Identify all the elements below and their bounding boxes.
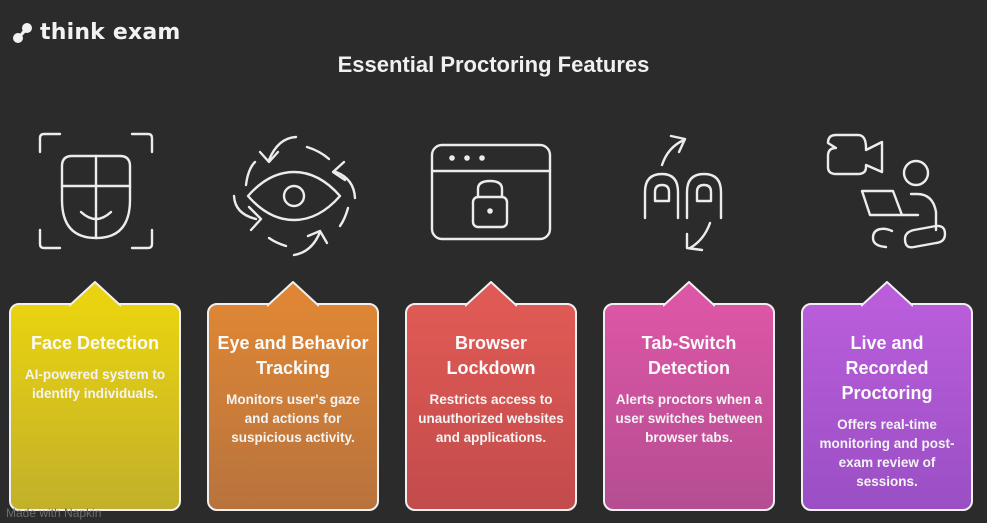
card-pointer [663, 281, 715, 307]
face-scan-icon [26, 122, 166, 262]
brand-name: think exam [40, 20, 181, 45]
browser-lock-icon [422, 122, 562, 262]
feature-title: Tab-Switch Detection [641, 333, 737, 378]
feature-card-face-detection: Face Detection AI-powered system to iden… [9, 281, 181, 511]
feature-card-live-proctoring: Live and Recorded Proctoring Offers real… [801, 281, 973, 511]
brand-logo: think exam [12, 20, 181, 45]
card-pointer [69, 281, 121, 307]
feature-description: Alerts proctors when a user switches bet… [615, 392, 763, 445]
feature-description: Monitors user's gaze and actions for sus… [226, 392, 360, 445]
feature-title: Live and Recorded Proctoring [841, 333, 933, 403]
watermark: Made with Napkin [6, 506, 102, 520]
card-pointer [861, 281, 913, 307]
feature-card-browser-lockdown: Browser Lockdown Restricts access to una… [405, 281, 577, 511]
feature-title: Eye and Behavior Tracking [217, 333, 369, 378]
tab-switch-icon [620, 122, 760, 262]
feature-description: Offers real-time monitoring and post-exa… [819, 417, 955, 489]
feature-description: AI-powered system to identify individual… [24, 367, 166, 401]
feature-title: Face Detection [30, 333, 160, 353]
card-pointer [267, 281, 319, 307]
dumbbell-logo-icon [13, 22, 32, 43]
live-proctoring-icon [818, 122, 958, 262]
feature-card-tab-switch: Tab-Switch Detection Alerts proctors whe… [603, 281, 775, 511]
feature-card-eye-tracking: Eye and Behavior Tracking Monitors user'… [207, 281, 379, 511]
eye-tracking-icon [224, 122, 364, 262]
card-pointer [465, 281, 517, 307]
feature-description: Restricts access to unauthorized website… [418, 392, 564, 445]
page-title: Essential Proctoring Features [337, 52, 650, 77]
feature-title: Browser Lockdown [446, 333, 536, 378]
